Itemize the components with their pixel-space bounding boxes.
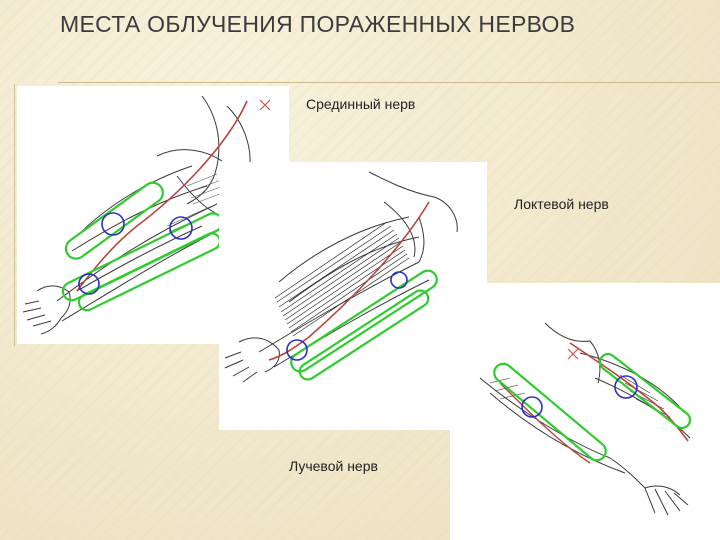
left-border-line bbox=[14, 84, 15, 346]
ulnar-nerve-path bbox=[268, 201, 430, 361]
ulnar-arm-drawing bbox=[224, 171, 458, 383]
target-circle bbox=[521, 396, 543, 418]
median-nerve-label: Срединный нерв bbox=[306, 96, 416, 112]
target-circle bbox=[614, 375, 638, 399]
title-divider bbox=[58, 82, 720, 83]
slide-title: МЕСТА ОБЛУЧЕНИЯ ПОРАЖЕННЫХ НЕРВОВ bbox=[60, 11, 576, 37]
radial-nerve-path bbox=[569, 342, 689, 442]
median-nerve-path bbox=[76, 100, 248, 292]
target-circle bbox=[78, 273, 100, 295]
target-circle bbox=[101, 212, 125, 236]
radial-arm-drawing bbox=[479, 322, 692, 516]
target-circle bbox=[169, 216, 193, 240]
ulnar-nerve-illustration bbox=[219, 162, 487, 430]
radial-nerve-label: Лучевой нерв bbox=[289, 458, 378, 474]
target-circle bbox=[390, 271, 408, 289]
target-circle bbox=[286, 339, 308, 361]
ulnar-nerve-label: Локтевой нерв bbox=[514, 196, 609, 212]
radial-nerve-illustration bbox=[450, 283, 720, 540]
